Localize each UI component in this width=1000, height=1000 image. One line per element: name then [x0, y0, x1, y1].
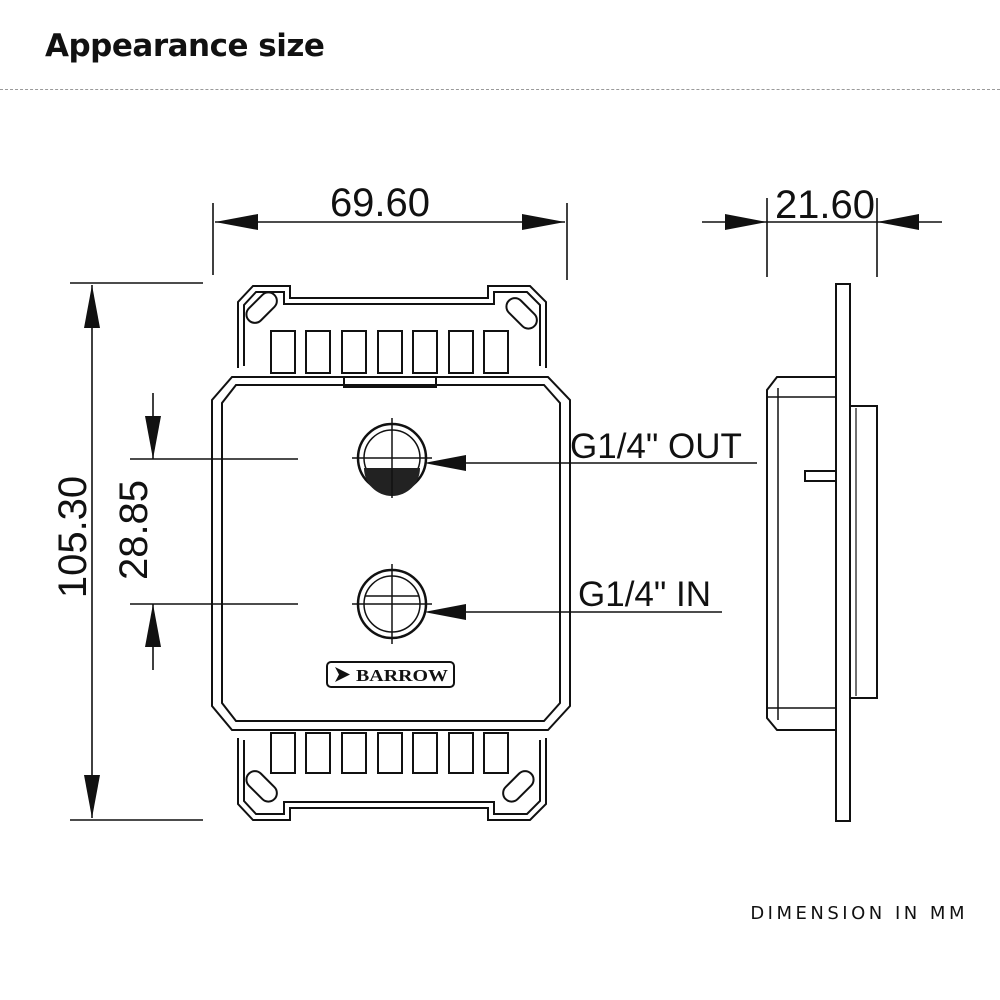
- top-center-tab: [343, 377, 437, 388]
- top-bracket-inner: [243, 291, 541, 366]
- side-mounting-plate: [835, 283, 851, 822]
- port-spacing-dimension: 28.85: [112, 393, 298, 670]
- in-port-callout: G1/4" IN: [424, 575, 722, 620]
- height-dimension: 105.30: [51, 282, 203, 821]
- arrowhead-icon: [877, 214, 919, 230]
- bottom-bracket-inner: [243, 740, 541, 815]
- block-body-inner: [221, 384, 561, 722]
- top-fins: [270, 330, 509, 374]
- dimension-unit-note: DIMENSION IN MM: [750, 903, 968, 924]
- arrowhead-icon: [215, 214, 258, 230]
- bottom-left-mount-slot: [245, 770, 278, 803]
- side-block-body: [766, 376, 836, 731]
- bottom-bracket: [237, 738, 547, 821]
- height-label: 105.30: [51, 476, 95, 598]
- arrowhead-icon: [145, 416, 161, 459]
- width-label: 69.60: [330, 181, 430, 225]
- in-port: [352, 564, 432, 644]
- arrowhead-icon: [424, 604, 466, 620]
- arrowhead-icon: [84, 285, 100, 328]
- barrow-logo-icon: [326, 661, 455, 688]
- thickness-dimension: 21.60: [702, 183, 942, 277]
- top-right-mount-slot: [505, 297, 538, 330]
- front-view: [211, 285, 571, 821]
- out-port-label: G1/4" OUT: [570, 427, 742, 466]
- header-divider: [0, 89, 1000, 90]
- arrowhead-icon: [84, 775, 100, 818]
- page-title: Appearance size: [45, 28, 325, 64]
- port-spacing-label: 28.85: [112, 480, 156, 580]
- bottom-fins: [270, 732, 509, 774]
- side-view: [766, 283, 878, 822]
- in-port-label: G1/4" IN: [578, 575, 711, 614]
- thickness-label: 21.60: [775, 183, 875, 227]
- side-port-stub: [804, 470, 837, 482]
- top-left-mount-slot: [245, 291, 278, 324]
- arrowhead-icon: [522, 214, 565, 230]
- width-dimension: 69.60: [212, 181, 568, 280]
- arrowhead-icon: [145, 604, 161, 647]
- top-bracket: [237, 285, 547, 368]
- block-body-outline: [211, 376, 571, 731]
- out-port-callout: G1/4" OUT: [424, 427, 757, 471]
- side-cold-plate: [849, 405, 878, 699]
- bottom-right-mount-slot: [502, 770, 535, 803]
- arrowhead-icon: [424, 455, 466, 471]
- out-port: [352, 418, 432, 498]
- arrowhead-icon: [725, 214, 767, 230]
- brand-logo-text: BARROW: [356, 666, 448, 685]
